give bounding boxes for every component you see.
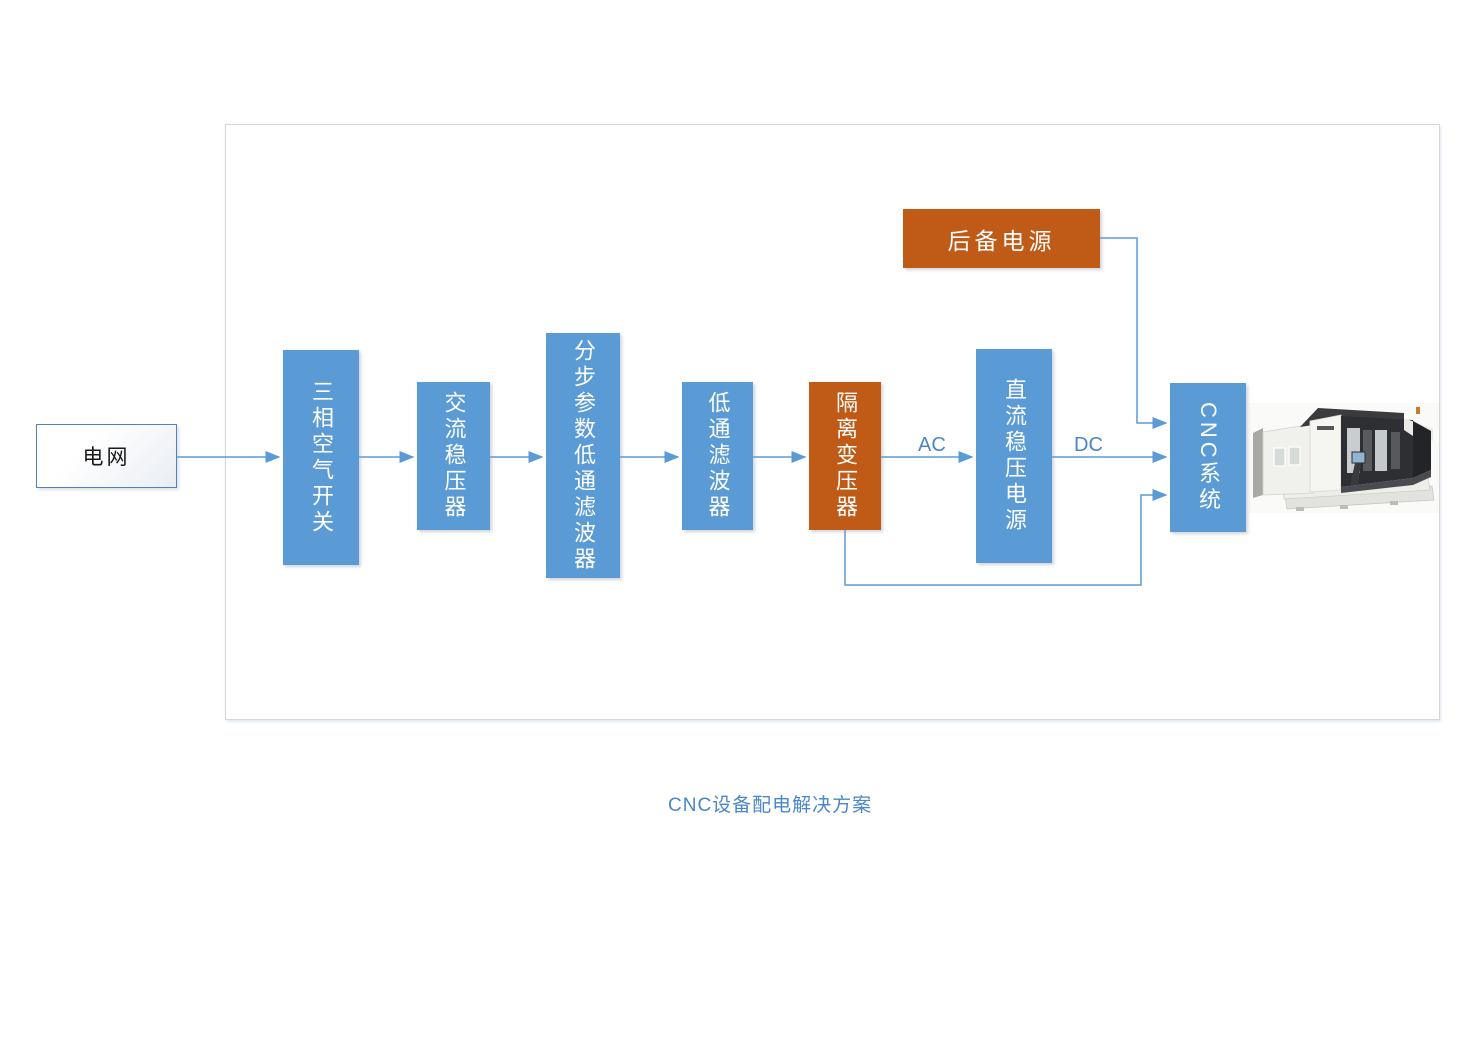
- node-power-grid: 电网: [36, 424, 177, 488]
- node-dc-regulated-power-supply: 直流稳压电源: [976, 349, 1052, 563]
- node-power-grid-label: 电网: [82, 446, 131, 469]
- node-three-phase-air-switch: 三相空气开关: [283, 350, 359, 565]
- node-isolation-transformer: 隔离变压器: [809, 382, 881, 530]
- node-step-param-lowpass-filter-label: 分步参数低通滤波器: [571, 338, 596, 573]
- edge-label-dc: DC: [1074, 434, 1103, 456]
- node-lowpass-filter: 低通滤波器: [682, 382, 753, 530]
- node-dc-regulated-power-supply-label: 直流稳压电源: [1002, 378, 1027, 534]
- node-isolation-transformer-label: 隔离变压器: [833, 391, 858, 521]
- diagram-title: CNC设备配电解决方案: [668, 795, 873, 816]
- node-cnc-system-label: CNC系统: [1196, 401, 1221, 514]
- node-ac-voltage-stabilizer-label: 交流稳压器: [441, 391, 467, 521]
- node-backup-power-label: 后备电源: [947, 227, 1056, 254]
- node-step-param-lowpass-filter: 分步参数低通滤波器: [546, 333, 620, 578]
- edge-label-ac: AC: [918, 434, 946, 456]
- node-three-phase-air-switch-label: 三相空气开关: [309, 379, 334, 536]
- node-ac-voltage-stabilizer: 交流稳压器: [417, 382, 490, 530]
- node-backup-power: 后备电源: [903, 209, 1100, 268]
- node-lowpass-filter-label: 低通滤波器: [705, 391, 731, 521]
- node-cnc-system: CNC系统: [1170, 383, 1246, 532]
